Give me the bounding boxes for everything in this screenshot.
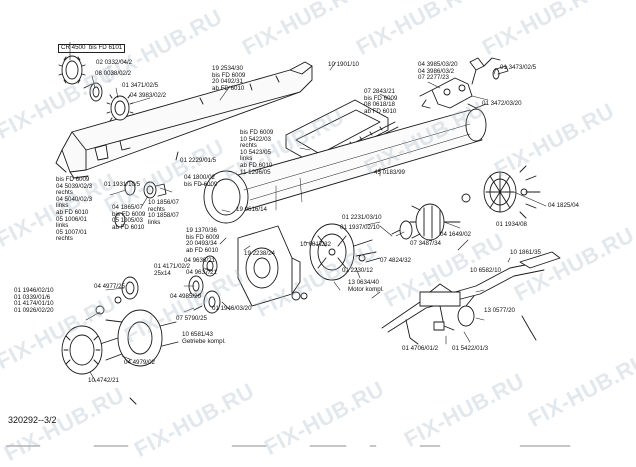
main-roller-tube [203,108,487,224]
small-gears-middle [188,255,221,314]
diagram-reference-code: 320292--3/2 [8,415,57,425]
part-label: 01 3473/02/5 [500,64,537,71]
part-label: 01 5422/01/3 [452,345,489,352]
exploded-parts-diagram [5,41,571,447]
part-label: 01 1946/03/20 [212,305,252,312]
motor-rotor [391,203,461,241]
part-label: 04 9637/21 [186,269,217,276]
part-label: 10 1861/35 [510,249,541,256]
part-label: 07 4824/32 [380,257,411,264]
part-label: 19 2534/30 bis FD 6009 20 0492/31 ab FD … [212,65,246,92]
part-label: 04 3985/03/20 04 3986/03/2 07 2277/23 [418,61,458,82]
part-label: 04 1649/02 [440,231,471,238]
part-label: 07 5790/25 [176,315,207,322]
part-label: 19 1370/36 bis FD 6009 20 0493/34 ab FD … [186,227,220,254]
part-label: 01 4706/01/2 [402,345,439,352]
part-label: 04 3983/02/2 [130,92,167,99]
part-label: 45 0183/99 [374,169,405,176]
part-label: 01 3472/03/20 [482,100,522,107]
part-label: 10 6582/10 [470,267,501,274]
housing-rail [55,61,313,179]
part-label: 04 4977/25 [94,283,125,290]
part-label: 04 1865/07 bis FD 6009 05 1005/03 ab FD … [112,204,146,231]
gear-drive-bottom [61,276,179,405]
part-label: 01 1946/02/10 01 0339/01/6 01 4174/01/10… [14,287,54,314]
drive-gear-top [58,55,134,122]
part-label: 04 4979/02 [124,359,155,366]
part-label: 01 1931/10/5 [104,181,141,188]
part-label: 10 1901/10 [328,61,359,68]
part-label: 01 2229/01/5 [180,157,217,164]
part-label: 13 0634/40 Motor kompl. [348,279,384,293]
spring-bracket [419,57,509,109]
part-label: 19 0616/14 [236,206,267,213]
part-label: 19 2238/24 [244,250,275,257]
part-label: 10 4742/21 [88,377,119,384]
part-label: 01 2230/12 [342,267,373,274]
part-label: 01 1937/02/10 [340,224,380,231]
part-label: 07 3487/34 [410,240,441,247]
part-label: 01 3471/02/5 [122,82,159,89]
part-label: 10 6581/43 Getriebe kompl. [182,331,226,345]
part-label: 13 0577/20 [484,307,515,314]
part-label: bis FD 6009 10 5422/03 rechts 10 5423/05… [240,129,274,176]
part-label: 08 0038/02/2 [95,70,132,77]
part-label: 01 2231/03/10 [342,214,382,221]
motor-housing [309,223,381,281]
part-label: 02 0332/04/2 [96,59,133,66]
gearbox-assembly [237,225,308,307]
part-label: 04 9636/21 [184,257,215,264]
wiring-harness [381,251,561,345]
bushing-parts-left [114,151,179,228]
part-label: 04 4985/20 [170,293,201,300]
part-label: 10 0817/32 [300,241,331,248]
part-label: 07 2843/21 bis FD 6009 08 0618/18 ab FD … [364,88,398,115]
leader-lines [69,41,547,383]
part-label: 01 1934/08 [496,221,527,228]
part-label: 04 1800/02 bis FD 6009 [184,174,218,188]
part-label: CR 4500 bis FD 6101 [58,44,126,53]
fan-wheel [461,165,541,219]
part-label: bis FD 6009 04 5039/02/3 rechts 04 5040/… [56,176,93,243]
part-label: 04 1825/04 [548,202,579,209]
part-label: 01 4171/02/2 25x14 [154,263,191,277]
part-label: 10 1856/07 rechts 10 1858/07 links [148,199,179,226]
